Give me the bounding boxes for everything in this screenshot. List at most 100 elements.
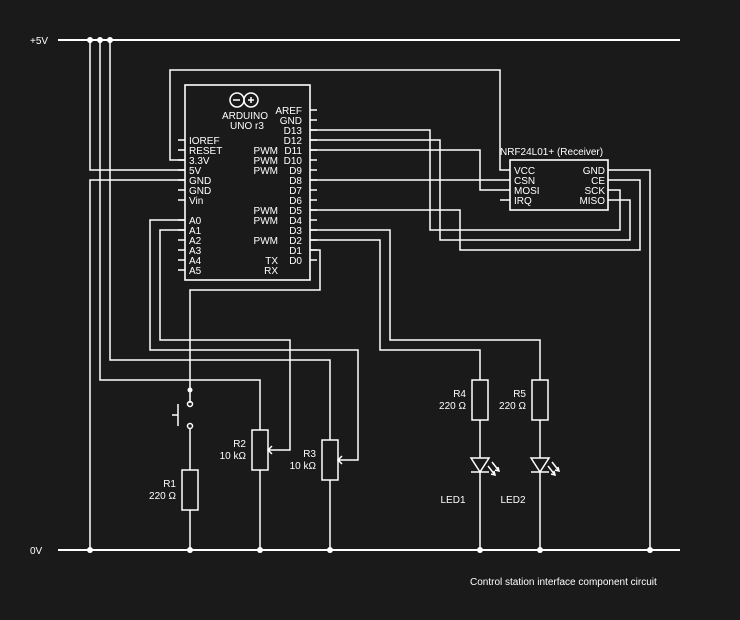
arduino-pin-label: D8 (289, 176, 302, 187)
vcc-label: +5V (30, 36, 48, 47)
nrf-pin-label: CE (591, 176, 605, 187)
wire-5v-r2 (99, 40, 261, 430)
arduino-pin-label: A0 (189, 216, 202, 227)
r1-name: R1 (163, 479, 176, 490)
r5-value: 220 Ω (499, 401, 526, 412)
caption: Control station interface component circ… (470, 577, 657, 588)
wire-gnd (89, 179, 185, 550)
arduino-pin-label: A2 (189, 236, 202, 247)
tx-label: TX (265, 256, 278, 267)
nrf-outline (509, 159, 609, 211)
nrf-pin-label: IRQ (514, 196, 532, 207)
arduino-pin-label: D7 (289, 186, 302, 197)
pwm-label: PWM (254, 146, 278, 157)
potentiometer-r2: R2 10 kΩ (220, 429, 275, 550)
arduino-pin-label: D13 (284, 126, 303, 137)
arduino-pin-label: A5 (189, 266, 202, 277)
rx-label: RX (264, 266, 278, 277)
arduino-pin-label: D3 (289, 226, 302, 237)
wire-d6-ce (310, 179, 641, 251)
nrf-title: NRF24L01+ (Receiver) (500, 147, 603, 158)
nrf-pin-label: VCC (514, 166, 535, 177)
arduino-board: ARDUINO UNO r3 IOREFRESET3.3V5VGNDGNDVin… (178, 84, 317, 281)
arduino-pin-label: A4 (189, 256, 202, 267)
nrf-pin-label: SCK (584, 186, 605, 197)
arduino-pin-label: IOREF (189, 136, 220, 147)
arduino-pin-label: D11 (284, 146, 302, 157)
r2-wiper-arrow-icon (266, 445, 273, 455)
pwm-label: PWM (254, 156, 278, 167)
wire-d2-button (189, 249, 321, 403)
led2-branch: R5 220 Ω LED2 (499, 379, 561, 550)
arduino-name-2: UNO r3 (230, 121, 264, 132)
arduino-pin-label: GND (280, 116, 302, 127)
arduino-pin-label: D1 (289, 246, 302, 257)
arduino-pin-label: D6 (289, 196, 302, 207)
button-contact (186, 400, 194, 408)
pwm-label: PWM (254, 236, 278, 247)
r3-value: 10 kΩ (290, 461, 317, 472)
arduino-pin-label: GND (189, 186, 211, 197)
wire-d3-r4 (310, 239, 481, 380)
r5-name: R5 (513, 389, 526, 400)
nrf-pin-label: MISO (579, 196, 605, 207)
arduino-pin-label: D0 (289, 256, 302, 267)
pwm-labels: PWM PWM PWM PWM PWM PWM TX RX (254, 146, 279, 277)
gnd-label: 0V (30, 546, 43, 557)
arduino-pin-label: A1 (189, 226, 202, 237)
arduino-pin-label: 5V (189, 166, 202, 177)
pwm-label: PWM (254, 166, 278, 177)
arduino-name-1: ARDUINO (222, 111, 268, 122)
nrf-pin-label: GND (583, 166, 605, 177)
arduino-pin-label: D5 (289, 206, 302, 217)
wire-d11-mosi (310, 149, 510, 191)
wire-a1-r2-wiper (159, 229, 291, 451)
led2-name: LED2 (500, 495, 525, 506)
arduino-pin-label: GND (189, 176, 211, 187)
arduino-pin-label: 3.3V (189, 156, 210, 167)
arduino-outline (184, 84, 311, 281)
r2-name: R2 (233, 439, 246, 450)
wire-5v (89, 40, 185, 171)
wire-d13-sck (310, 129, 621, 231)
wire-a0-r3-wiper (149, 219, 359, 461)
nrf-pin-label: MOSI (514, 186, 540, 197)
arduino-pin-label: D9 (289, 166, 302, 177)
arduino-pin-label: D2 (289, 236, 302, 247)
r4-name: R4 (453, 389, 466, 400)
r3-wiper-arrow-icon (336, 455, 343, 465)
pushbutton (172, 400, 194, 470)
arduino-pin-label: RESET (189, 146, 222, 157)
wiring (89, 40, 651, 550)
pwm-label: PWM (254, 206, 278, 217)
junction (187, 387, 193, 393)
arduino-pin-label: Vin (189, 196, 203, 207)
wire-5v-r3 (109, 40, 331, 440)
nrf-pin-label: CSN (514, 176, 535, 187)
r1-value: 220 Ω (149, 491, 176, 502)
arduino-pin-label: A3 (189, 246, 202, 257)
arduino-pin-label: AREF (275, 106, 302, 117)
arduino-pin-label: D10 (284, 156, 303, 167)
wire-d12-miso (310, 139, 631, 241)
resistor-r1: R1 220 Ω (149, 469, 199, 550)
arduino-pin-label: D12 (284, 136, 303, 147)
led1-branch: R4 220 Ω LED1 (439, 379, 501, 550)
led1-name: LED1 (440, 495, 465, 506)
r4-value: 220 Ω (439, 401, 466, 412)
potentiometer-r3: R3 10 kΩ (290, 439, 345, 550)
arduino-logo-icon (229, 92, 259, 108)
pwm-label: PWM (254, 216, 278, 227)
arduino-pin-label: D4 (289, 216, 302, 227)
wire-nrf-gnd (608, 169, 651, 550)
r2-value: 10 kΩ (220, 451, 247, 462)
wire-3v3-vcc (169, 69, 510, 171)
r3-name: R3 (303, 449, 316, 460)
